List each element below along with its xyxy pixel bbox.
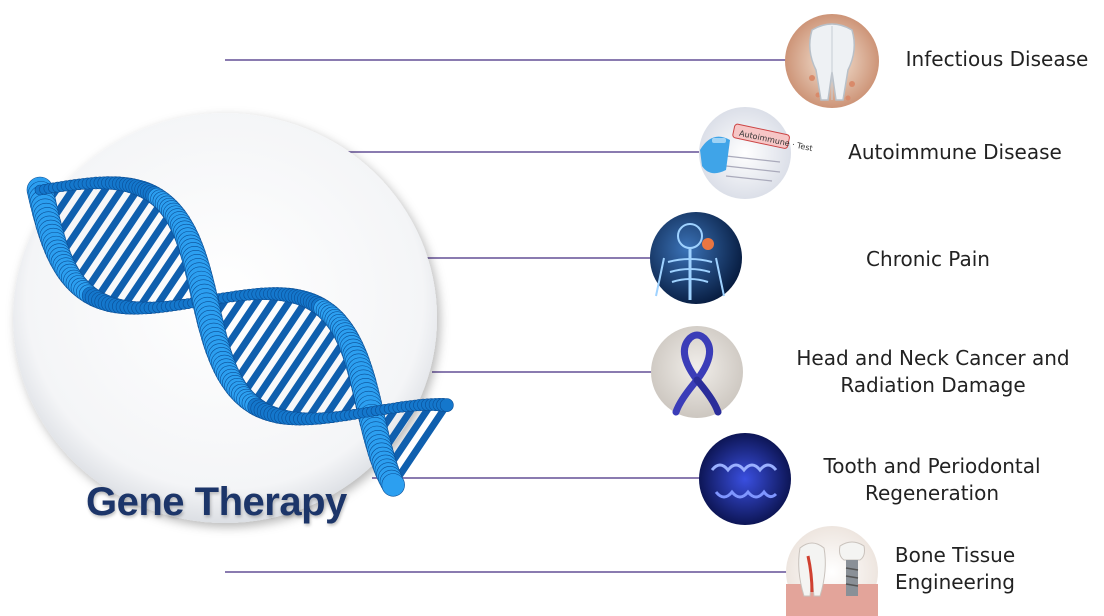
dna-strand-bead [382,474,405,497]
label-line: Head and Neck Cancer and [776,345,1090,372]
application-label-head-neck-cancer: Head and Neck Cancer and Radiation Damag… [776,345,1090,399]
autoimmune-test-icon: Autoimmune · Test [699,107,813,199]
application-label-chronic-pain: Chronic Pain [808,246,1048,273]
label-line: Tooth and Periodontal [796,453,1068,480]
dna-illustration [13,113,453,523]
dental-implant-icon [786,526,878,616]
application-label-infectious-disease: Infectious Disease [890,46,1104,73]
application-label-bone-tissue: Bone Tissue Engineering [880,542,1030,596]
teeth-regeneration-icon [699,433,791,525]
skeleton-pain-icon [650,212,742,304]
label-line: Engineering [880,569,1030,596]
diagram-title: Gene Therapy [86,480,347,525]
label-line: Bone Tissue [880,542,1030,569]
application-label-tooth-periodontal: Tooth and Periodontal Regeneration [796,453,1068,507]
dna-strand-bead [440,398,453,411]
label-line: Regeneration [796,480,1068,507]
label-line: Infectious Disease [890,46,1104,73]
label-line: Chronic Pain [808,246,1048,273]
application-label-autoimmune-disease: Autoimmune Disease [820,139,1090,166]
cancer-ribbon-icon [651,326,743,418]
tooth-icon [785,14,879,108]
label-line: Autoimmune Disease [820,139,1090,166]
label-line: Radiation Damage [776,372,1090,399]
